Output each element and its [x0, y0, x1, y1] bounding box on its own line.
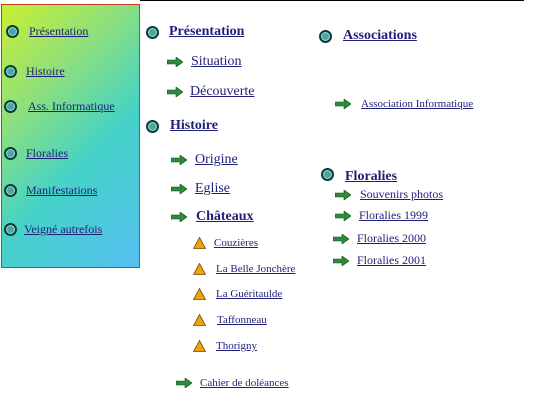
link-label[interactable]: La Guéritaulde [216, 288, 283, 300]
link-label[interactable]: Couzières [214, 237, 258, 249]
floralies-heading[interactable]: Floralies [345, 169, 398, 184]
presentation-heading[interactable]: Présentation [169, 24, 245, 39]
sidebar-item-histoire[interactable]: Histoire [4, 64, 65, 79]
link-label[interactable]: Floralies 1999 [359, 208, 428, 222]
sidebar-item-label[interactable]: Manifestations [26, 183, 98, 197]
bullet-icon [4, 147, 17, 160]
sidebar-item-floralies[interactable]: Floralies [4, 146, 68, 161]
link-label[interactable]: Taffonneau [217, 314, 267, 326]
bullet-icon [319, 29, 332, 43]
arrow-icon [167, 57, 183, 67]
triangle-icon [193, 237, 206, 249]
sidebar-item-label[interactable]: Floralies [26, 146, 68, 160]
section-associations: Associations [319, 28, 417, 44]
link-label[interactable]: Eglise [195, 181, 230, 196]
sidebar-item-veigne-autrefois[interactable]: Veigné autrefois [4, 222, 102, 237]
link-origine[interactable]: Origine [171, 152, 238, 168]
link-eglise[interactable]: Eglise [171, 181, 230, 197]
link-association-informatique[interactable]: Association Informatique [335, 98, 473, 110]
link-label[interactable]: Souvenirs photos [360, 187, 444, 201]
bullet-icon [146, 119, 159, 133]
link-cahier-de-doleances[interactable]: Cahier de doléances [176, 377, 289, 389]
arrow-icon [171, 212, 187, 222]
triangle-icon [193, 263, 206, 275]
top-divider [140, 0, 524, 1]
link-label[interactable]: Situation [191, 54, 242, 69]
link-couzieres[interactable]: Couzières [193, 237, 258, 249]
bullet-icon [6, 25, 19, 38]
arrow-icon [333, 233, 349, 244]
link-label[interactable]: La Belle Jonchère [216, 263, 296, 275]
arrow-icon [335, 189, 351, 200]
histoire-heading[interactable]: Histoire [170, 118, 218, 133]
arrow-icon [171, 155, 187, 165]
link-label[interactable]: Floralies 2001 [357, 253, 426, 267]
link-floralies-2000[interactable]: Floralies 2000 [333, 231, 426, 246]
link-floralies-1999[interactable]: Floralies 1999 [335, 208, 428, 223]
sidebar-item-label[interactable]: Ass. Informatique [28, 99, 115, 113]
section-floralies: Floralies [321, 166, 398, 184]
link-floralies-2001[interactable]: Floralies 2001 [333, 253, 426, 268]
bullet-icon [4, 100, 17, 113]
triangle-icon [193, 340, 206, 352]
arrow-icon [171, 184, 187, 194]
arrow-icon [176, 378, 192, 388]
triangle-icon [193, 314, 206, 326]
link-la-belle-jonchere[interactable]: La Belle Jonchère [193, 263, 295, 275]
arrow-icon [333, 255, 349, 266]
triangle-icon [193, 288, 206, 300]
sidebar-item-label[interactable]: Histoire [26, 64, 65, 78]
link-la-gueritaulde[interactable]: La Guéritaulde [193, 288, 282, 300]
link-label[interactable]: Cahier de doléances [200, 377, 289, 389]
link-situation[interactable]: Situation [167, 54, 242, 70]
link-decouverte[interactable]: Découverte [167, 84, 255, 100]
arrow-icon [335, 210, 351, 221]
sidebar-item-ass-informatique[interactable]: Ass. Informatique [4, 99, 115, 114]
sidebar-item-label[interactable]: Veigné autrefois [24, 222, 103, 236]
link-chateaux[interactable]: Châteaux [171, 209, 254, 225]
sidebar-item-label[interactable]: Présentation [29, 24, 89, 38]
arrow-icon [335, 99, 351, 109]
section-presentation: Présentation [146, 24, 244, 40]
link-thorigny[interactable]: Thorigny [193, 340, 257, 352]
link-souvenirs-photos[interactable]: Souvenirs photos [335, 187, 443, 202]
link-taffonneau[interactable]: Taffonneau [193, 314, 267, 326]
link-label[interactable]: Floralies 2000 [357, 231, 426, 245]
link-label[interactable]: Thorigny [216, 340, 257, 352]
sidebar-item-presentation[interactable]: Présentation [6, 24, 88, 39]
associations-heading[interactable]: Associations [343, 28, 417, 43]
sidebar-item-manifestations[interactable]: Manifestations [4, 183, 97, 198]
arrow-icon [167, 87, 183, 97]
bullet-icon [4, 223, 17, 236]
bullet-icon [146, 25, 159, 39]
section-histoire: Histoire [146, 118, 218, 134]
sidebar-nav: Présentation Histoire Ass. Informatique … [1, 4, 140, 268]
bullet-icon [4, 184, 17, 197]
bullet-icon [321, 167, 334, 181]
chateaux-heading[interactable]: Châteaux [196, 209, 254, 224]
link-label[interactable]: Association Informatique [361, 98, 474, 110]
link-label[interactable]: Découverte [190, 84, 255, 99]
bullet-icon [4, 65, 17, 78]
link-label[interactable]: Origine [195, 152, 238, 167]
